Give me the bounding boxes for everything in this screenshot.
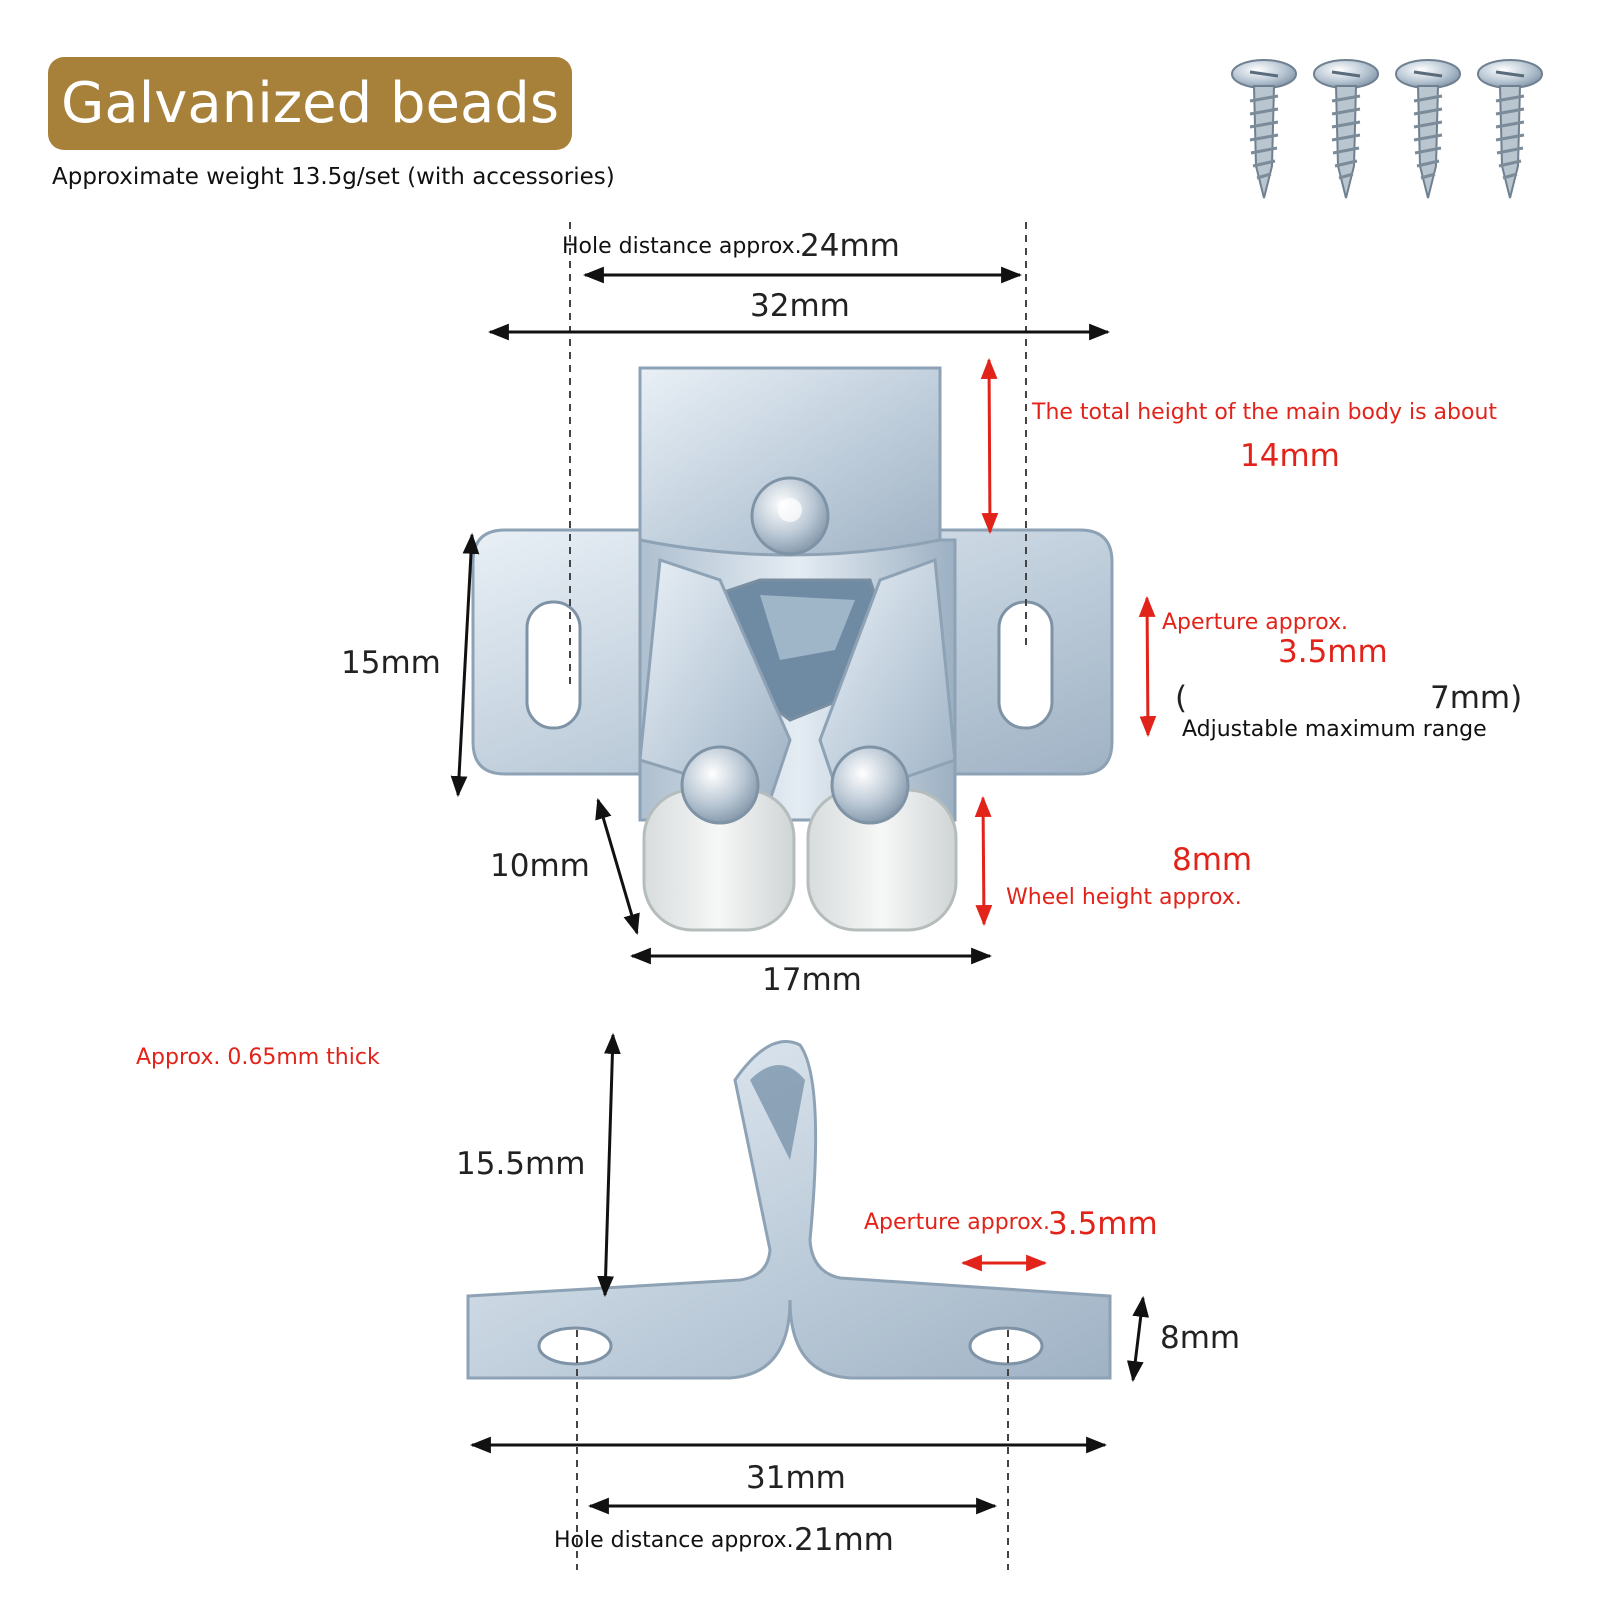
screw-icon [1395, 59, 1461, 199]
wheel-height-value: 8mm [1172, 842, 1253, 878]
range-open-paren: ( [1175, 680, 1188, 716]
screw-icon [1313, 59, 1379, 199]
strike-plate-height-dimension: 8mm [1160, 1320, 1241, 1356]
hole-distance-value: 24mm [800, 228, 900, 264]
total-height-label: The total height of the main body is abo… [1032, 400, 1498, 425]
catch-width-dimension: 32mm [750, 288, 850, 324]
weight-note: Approximate weight 13.5g/set (with acces… [52, 164, 615, 190]
strike-height-dimension: 15.5mm [456, 1146, 586, 1182]
roller-depth-dimension: 10mm [490, 848, 590, 884]
aperture-label: Aperture approx. [1162, 610, 1349, 635]
aperture-value: 3.5mm [1278, 634, 1388, 670]
roller-width-dimension: 17mm [762, 962, 862, 998]
strike-aperture-label: Aperture approx. [864, 1210, 1051, 1235]
plate-height-dimension: 15mm [341, 645, 441, 681]
wheel-height-label: Wheel height approx. [1006, 885, 1242, 910]
page-title: Galvanized beads [60, 71, 559, 136]
total-height-value: 14mm [1240, 438, 1340, 474]
screw-icon [1231, 59, 1297, 199]
strike-aperture-value: 3.5mm [1048, 1206, 1158, 1242]
strike-hole-distance-label: Hole distance approx. [554, 1528, 794, 1553]
range-max-value: 7mm) [1430, 680, 1523, 716]
range-label: Adjustable maximum range [1182, 717, 1487, 742]
hole-distance-label: Hole distance approx. [562, 234, 802, 259]
thickness-note: Approx. 0.65mm thick [136, 1045, 380, 1070]
screw-icon [1477, 59, 1543, 199]
strike-width-dimension: 31mm [746, 1460, 846, 1496]
title-badge [48, 57, 572, 150]
strike-hole-distance-value: 21mm [794, 1522, 894, 1558]
